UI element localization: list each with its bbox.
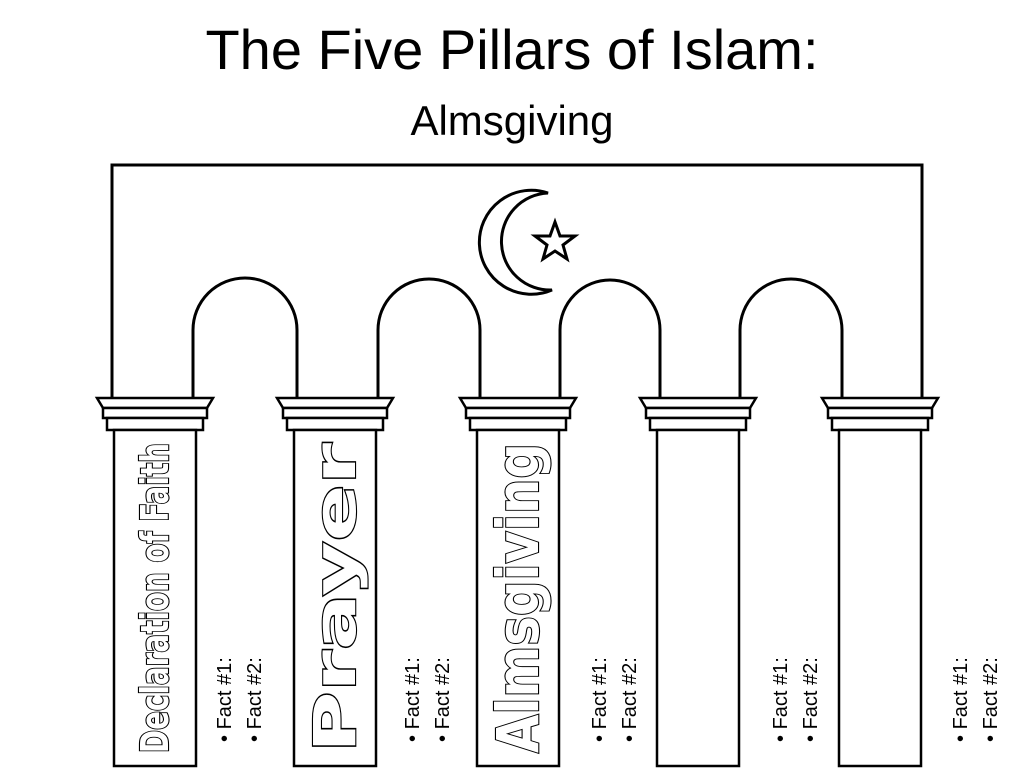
- fact-label: Fact #2:: [980, 657, 1002, 730]
- pillar-1-fact-1: • Fact #1:: [213, 657, 237, 752]
- pillar-2-fact-1: • Fact #1:: [401, 657, 425, 752]
- fact-label: Fact #1:: [770, 657, 792, 730]
- pillar-capital-band: [281, 406, 389, 420]
- pillar-capital-band: [285, 416, 385, 432]
- pillar-capital-band: [464, 406, 572, 420]
- pillar-5-fact-2: • Fact #2:: [979, 657, 1003, 752]
- pillar-capital-band: [830, 416, 930, 432]
- pillar-3-fact-1: • Fact #1:: [588, 657, 612, 752]
- pillar-3: Almsgiving: [457, 396, 579, 768]
- fact-label: Fact #2:: [619, 657, 641, 730]
- pillar-2-fact-2: • Fact #2:: [431, 657, 455, 752]
- pillar-1-fact-2: • Fact #2:: [243, 657, 267, 752]
- fact-label: Fact #2:: [800, 657, 822, 730]
- pillar-shaft: [292, 428, 378, 768]
- bullet-icon: •: [214, 734, 236, 742]
- bullet-icon: •: [950, 734, 972, 742]
- bullet-icon: •: [770, 734, 792, 742]
- pillar-label: Prayer: [301, 442, 369, 753]
- pillar-capital: [94, 396, 216, 410]
- pillar-5: [819, 396, 941, 768]
- pillar-label: Almsgiving: [484, 443, 552, 753]
- pillar-capital-band: [101, 406, 209, 420]
- bullet-icon: •: [589, 734, 611, 742]
- page-title: The Five Pillars of Islam:: [205, 18, 819, 81]
- pillar-shaft: [837, 428, 923, 768]
- bullet-icon: •: [619, 734, 641, 742]
- pillar-capital: [457, 396, 579, 410]
- pillar-capital-band: [105, 416, 205, 432]
- fact-label: Fact #1:: [950, 657, 972, 730]
- pillar-4-fact-1: • Fact #1:: [769, 657, 793, 752]
- pillar-capital-band: [826, 406, 934, 420]
- page-subtitle: Almsgiving: [410, 97, 614, 144]
- bullet-icon: •: [800, 734, 822, 742]
- pillar-capital-band: [648, 416, 748, 432]
- fact-label: Fact #2:: [432, 657, 454, 730]
- pillar-shaft: [475, 428, 561, 768]
- pillar-shaft: [112, 428, 198, 768]
- pillar-capital-band: [644, 406, 752, 420]
- bullet-icon: •: [244, 734, 266, 742]
- bullet-icon: •: [980, 734, 1002, 742]
- pillar-capital-band: [468, 416, 568, 432]
- fact-label: Fact #1:: [214, 657, 236, 730]
- pillar-3-fact-2: • Fact #2:: [618, 657, 642, 752]
- bullet-icon: •: [432, 734, 454, 742]
- pillar-capital: [637, 396, 759, 410]
- pillar-4: [637, 396, 759, 768]
- pillar-capital: [274, 396, 396, 410]
- pillar-5-fact-1: • Fact #1:: [949, 657, 973, 752]
- pillar-label: Declaration of Faith: [133, 443, 177, 753]
- pillar-1: Declaration of Faith: [94, 396, 216, 768]
- pillar-shaft: [655, 428, 741, 768]
- fact-label: Fact #2:: [244, 657, 266, 730]
- bullet-icon: •: [402, 734, 424, 742]
- fact-label: Fact #1:: [402, 657, 424, 730]
- pillar-4-fact-2: • Fact #2:: [799, 657, 823, 752]
- fact-label: Fact #1:: [589, 657, 611, 730]
- crescent-and-star-icon: [477, 188, 580, 296]
- pillar-2: Prayer: [274, 396, 396, 768]
- pillar-capital: [819, 396, 941, 410]
